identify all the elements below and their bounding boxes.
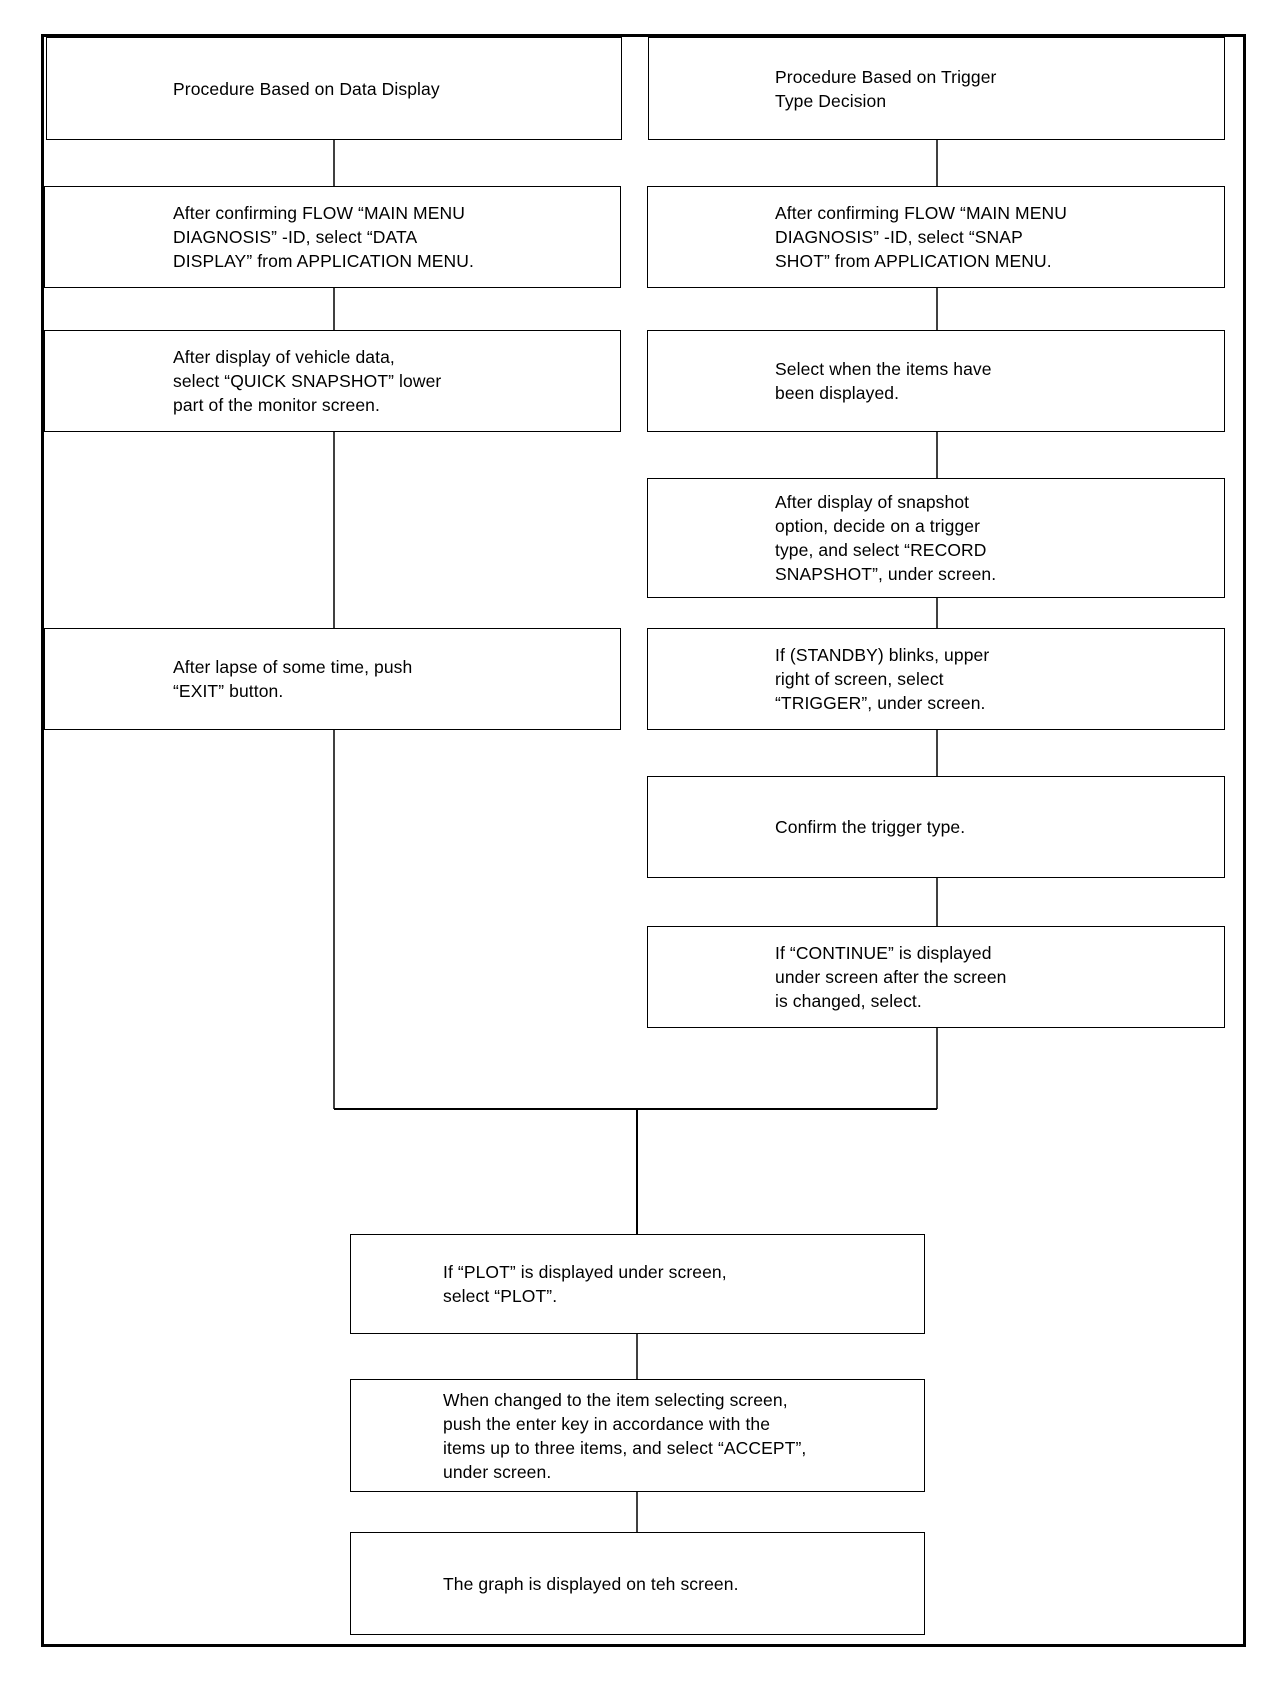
right-step-3-box: After display of snapshot option, decide…: [647, 478, 1225, 598]
right-step-6-box: If “CONTINUE” is displayed under screen …: [647, 926, 1225, 1028]
left-step-1-text: After confirming FLOW “MAIN MENU DIAGNOS…: [173, 203, 474, 271]
merged-step-1-text: If “PLOT” is displayed under screen, sel…: [443, 1262, 727, 1306]
left-header-text: Procedure Based on Data Display: [173, 78, 440, 99]
merged-step-3-box: The graph is displayed on teh screen.: [350, 1532, 925, 1635]
right-step-5-box: Confirm the trigger type.: [647, 776, 1225, 878]
merged-step-3-text: The graph is displayed on teh screen.: [443, 1573, 739, 1594]
left-step-3-box: After lapse of some time, push “EXIT” bu…: [44, 628, 621, 730]
left-step-2-text: After display of vehicle data, select “Q…: [173, 347, 442, 415]
right-step-1-text: After confirming FLOW “MAIN MENU DIAGNOS…: [775, 203, 1067, 271]
right-header-text: Procedure Based on Trigger Type Decision: [775, 66, 997, 111]
left-step-1-box: After confirming FLOW “MAIN MENU DIAGNOS…: [44, 186, 621, 288]
left-header-box: Procedure Based on Data Display: [46, 37, 622, 140]
right-step-2-text: Select when the items have been displaye…: [775, 359, 992, 403]
merged-step-1-box: If “PLOT” is displayed under screen, sel…: [350, 1234, 925, 1334]
right-step-3-text: After display of snapshot option, decide…: [775, 492, 997, 584]
right-step-4-text: If (STANDBY) blinks, upper right of scre…: [775, 645, 990, 713]
merged-step-2-box: When changed to the item selecting scree…: [350, 1379, 925, 1492]
right-step-4-box: If (STANDBY) blinks, upper right of scre…: [647, 628, 1225, 730]
right-step-1-box: After confirming FLOW “MAIN MENU DIAGNOS…: [647, 186, 1225, 288]
right-step-5-text: Confirm the trigger type.: [775, 817, 966, 837]
merged-step-2-text: When changed to the item selecting scree…: [443, 1389, 807, 1482]
left-step-3-text: After lapse of some time, push “EXIT” bu…: [173, 657, 413, 701]
right-header-box: Procedure Based on Trigger Type Decision: [648, 37, 1225, 140]
diagram-frame: [41, 34, 1246, 1647]
right-step-6-text: If “CONTINUE” is displayed under screen …: [775, 943, 1007, 1011]
left-step-2-box: After display of vehicle data, select “Q…: [44, 330, 621, 432]
right-step-2-box: Select when the items have been displaye…: [647, 330, 1225, 432]
